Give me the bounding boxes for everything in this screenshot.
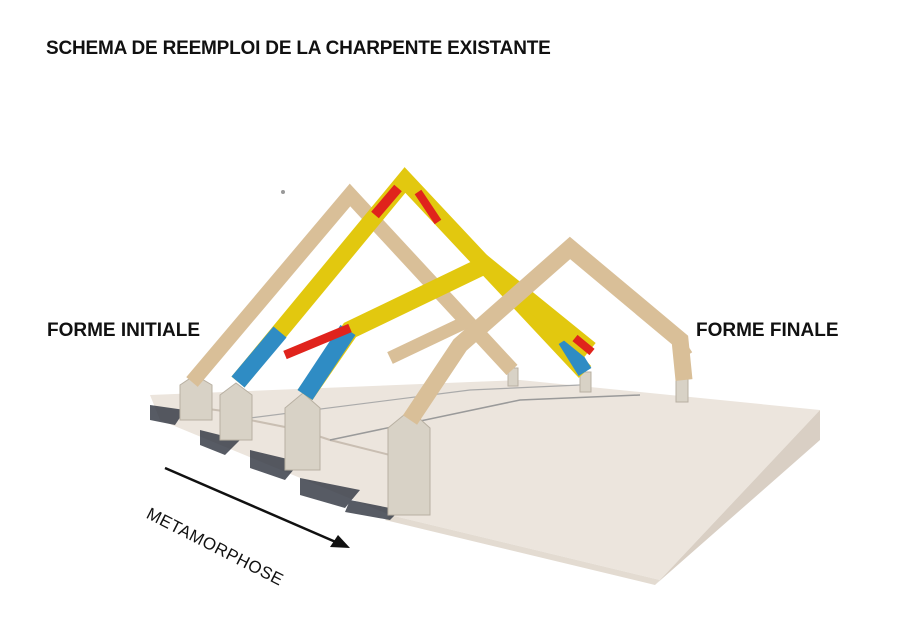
truss-reuse-2 xyxy=(283,254,596,401)
ground-shadows xyxy=(150,405,400,520)
support-posts xyxy=(179,367,689,516)
truss-initial xyxy=(186,183,518,387)
truss-final xyxy=(387,236,693,425)
metamorphose-arrow xyxy=(164,466,350,548)
dot-mark xyxy=(281,190,285,194)
label-initial-form: FORME INITIALE xyxy=(47,320,201,341)
label-final-form: FORME FINALE xyxy=(696,320,839,341)
arrow-head-icon xyxy=(330,535,350,548)
diagram-title: SCHEMA DE REEMPLOI DE LA CHARPENTE EXIST… xyxy=(46,38,551,59)
